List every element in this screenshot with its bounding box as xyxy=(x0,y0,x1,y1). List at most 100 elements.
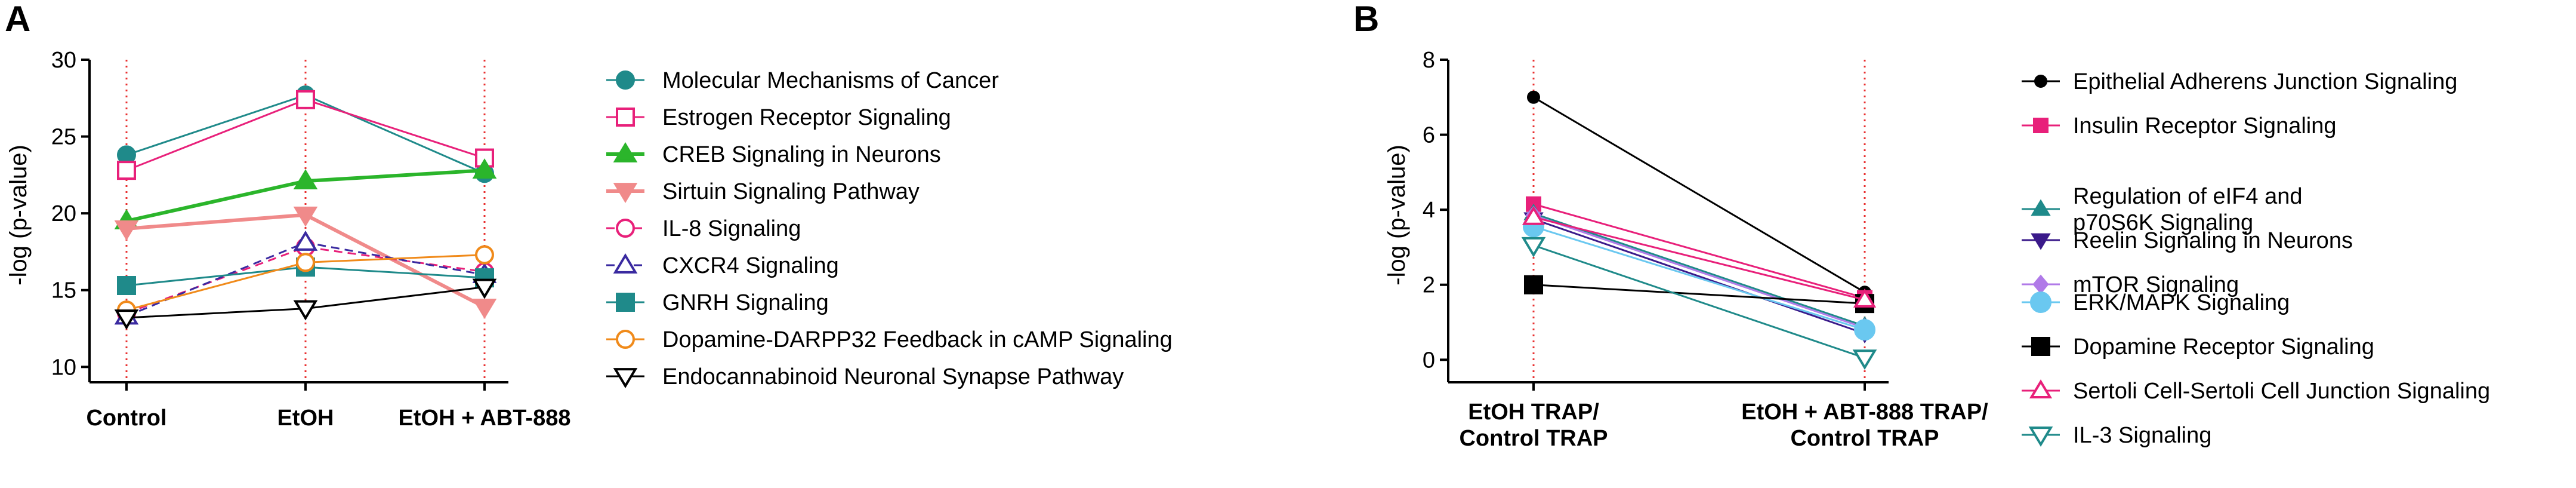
legend-marker xyxy=(2033,118,2049,133)
data-point xyxy=(117,161,136,180)
series-line xyxy=(1533,225,1865,331)
series-line xyxy=(1533,214,1865,329)
series-4: Sirtuin Signaling Pathway xyxy=(114,179,920,319)
data-point xyxy=(1853,288,1877,308)
series-line xyxy=(126,99,485,171)
x-tick-label: Control TRAP xyxy=(1459,426,1608,451)
series-2: Insulin Receptor Signaling xyxy=(1526,113,2337,306)
y-axis-label: -log (p-value) xyxy=(5,145,32,286)
series-line xyxy=(1533,216,1865,301)
x-tick-label: EtOH TRAP/ xyxy=(1468,400,1599,425)
data-point xyxy=(293,300,318,321)
legend-label: Endocannabinoid Neuronal Synapse Pathway xyxy=(662,364,1124,389)
panel-label: A xyxy=(5,0,30,39)
data-point xyxy=(293,206,318,227)
legend-marker xyxy=(616,219,635,238)
series-2: Estrogen Receptor Signaling xyxy=(117,90,951,180)
panel-label: B xyxy=(1353,0,1379,39)
legend-label: Sirtuin Signaling Pathway xyxy=(662,179,920,204)
series-line xyxy=(1533,218,1865,334)
x-tick-label: EtOH + ABT-888 TRAP/ xyxy=(1741,400,1988,425)
legend-label: Dopamine Receptor Signaling xyxy=(2073,334,2374,360)
data-point xyxy=(293,169,318,190)
legend-label: Molecular Mechanisms of Cancer xyxy=(662,68,999,93)
legend-marker xyxy=(613,253,638,274)
x-tick-label: EtOH xyxy=(277,406,334,431)
legend-label: p70S6K Signaling xyxy=(2073,210,2253,235)
legend-label: Sertoli Cell-Sertoli Cell Junction Signa… xyxy=(2073,379,2490,404)
legend-marker xyxy=(2029,379,2053,399)
legend-marker xyxy=(616,70,635,90)
data-point xyxy=(117,276,136,295)
y-axis-label: -log (p-value) xyxy=(1384,145,1410,286)
data-point xyxy=(1521,237,1546,257)
series-line xyxy=(1533,284,1865,305)
legend-marker xyxy=(616,330,635,349)
y-tick-label: 20 xyxy=(51,201,76,226)
y-tick-label: 8 xyxy=(1423,48,1435,73)
data-point xyxy=(1527,90,1540,104)
legend-label: Insulin Receptor Signaling xyxy=(2073,113,2337,139)
legend-label: Reelin Signaling in Neurons xyxy=(2073,228,2353,253)
data-point xyxy=(1524,275,1543,294)
y-tick-label: 30 xyxy=(51,48,76,73)
series-9: Endocannabinoid Neuronal Synapse Pathway xyxy=(114,278,1124,389)
series-8: Sertoli Cell-Sertoli Cell Junction Signa… xyxy=(1522,205,2490,404)
data-point xyxy=(472,278,497,299)
legend-marker xyxy=(2031,337,2050,356)
y-tick-label: 10 xyxy=(51,355,76,380)
legend-label: Dopamine-DARPP32 Feedback in cAMP Signal… xyxy=(662,327,1173,352)
x-tick-label: Control xyxy=(86,406,166,431)
legend-label: GNRH Signaling xyxy=(662,290,829,315)
legend-marker xyxy=(2031,199,2051,216)
data-point xyxy=(114,220,139,241)
legend-marker xyxy=(2032,274,2049,294)
y-tick-label: 25 xyxy=(51,125,76,150)
series-line xyxy=(1533,96,1865,293)
legend-marker xyxy=(2030,291,2051,313)
x-tick-label: Control TRAP xyxy=(1790,426,1939,451)
legend-label: Estrogen Receptor Signaling xyxy=(662,105,951,130)
y-tick-label: 6 xyxy=(1423,123,1435,148)
data-point xyxy=(1854,319,1875,341)
legend-label: IL-3 Signaling xyxy=(2073,423,2211,448)
legend-marker xyxy=(616,108,635,127)
series-9: IL-3 Signaling xyxy=(1521,237,2211,448)
legend-label: IL-8 Signaling xyxy=(662,216,801,241)
legend-label: Regulation of eIF4 and xyxy=(2073,184,2303,209)
legend-label: CXCR4 Signaling xyxy=(662,253,839,278)
legend-marker xyxy=(2028,426,2053,447)
legend-marker xyxy=(613,368,638,388)
data-point xyxy=(114,309,139,330)
data-point xyxy=(1852,349,1877,370)
legend-marker xyxy=(616,293,635,312)
series-line xyxy=(1533,213,1865,327)
data-point xyxy=(296,90,315,109)
data-point xyxy=(1522,205,1545,225)
series-1: Epithelial Adherens Junction Signaling xyxy=(1527,69,2457,299)
data-point xyxy=(472,299,497,319)
legend-marker xyxy=(613,142,638,162)
data-point xyxy=(475,245,494,265)
data-point xyxy=(293,231,318,251)
series-line xyxy=(1533,244,1865,359)
data-point xyxy=(472,158,497,179)
y-tick-label: 4 xyxy=(1423,198,1435,223)
legend-marker xyxy=(2031,233,2051,250)
legend-marker xyxy=(2034,75,2047,88)
x-tick-label: EtOH + ABT-888 xyxy=(399,406,571,431)
legend-marker xyxy=(613,183,638,203)
legend-label: ERK/MAPK Signaling xyxy=(2073,290,2290,315)
series-7: Dopamine Receptor Signaling xyxy=(1524,275,2374,360)
legend-label: mTOR Signaling xyxy=(2073,272,2239,297)
series-5: mTOR Signaling xyxy=(1525,205,2239,338)
legend-label: Epithelial Adherens Junction Signaling xyxy=(2073,69,2457,94)
series-line xyxy=(1533,203,1865,299)
series-3: CREB Signaling in Neurons xyxy=(114,142,941,229)
y-tick-label: 0 xyxy=(1423,348,1435,373)
y-tick-label: 2 xyxy=(1423,273,1435,298)
series-8: Dopamine-DARPP32 Feedback in cAMP Signal… xyxy=(117,245,1173,352)
